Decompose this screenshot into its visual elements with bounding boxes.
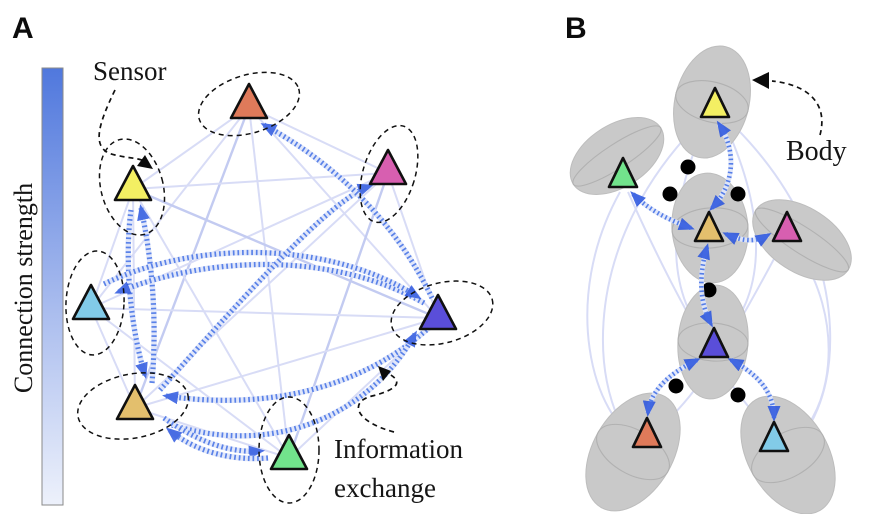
panel-b: B <box>565 12 852 514</box>
sensor-outline-green <box>258 396 320 504</box>
joint-dot-left-hip <box>668 378 684 394</box>
arrow-navy-to-cyan <box>114 261 426 306</box>
body-label: Body <box>786 136 847 167</box>
body-pointer-arrow-icon <box>752 72 769 89</box>
information-exchange-pointer-arrow-icon <box>378 366 391 381</box>
arrow-gold-pink <box>722 231 772 247</box>
arrow-gold-to-green <box>162 415 265 459</box>
sensor-node-navy <box>418 293 458 331</box>
information-exchange-label-line1: Information <box>334 434 463 464</box>
sensor-outlines <box>65 71 494 504</box>
joint-dot-left-shoulder <box>662 186 678 202</box>
arrow-gold-yellow <box>709 120 734 211</box>
panel-a: A Connection strength <box>9 12 494 506</box>
connection-strength-gradient-bar <box>41 67 64 506</box>
body-sensor-green <box>607 156 639 189</box>
sensor-leader-line <box>98 89 146 163</box>
body-segment-pelvis-wire <box>677 322 749 362</box>
sensor-outline-yellow <box>98 138 166 236</box>
arrow-cyan-to-navy <box>102 249 422 300</box>
body-sensor-pink <box>771 210 803 243</box>
sensor-node-cyan <box>71 283 111 321</box>
arrow-gold-to-pink <box>157 183 374 392</box>
body-sensor-gold <box>693 210 725 243</box>
arrow-navy-cyan <box>727 357 781 422</box>
joint-dot-right-hip <box>730 387 746 403</box>
body-sensor-navy <box>698 326 730 359</box>
sensor-node-pink <box>368 148 408 186</box>
arrow-navy-orange <box>642 357 701 417</box>
body-sensor-yellow <box>699 86 731 119</box>
arrow-gold-green <box>630 191 695 231</box>
arrow-yellow-to-gold <box>125 209 148 379</box>
sensor-outline-cyan <box>65 250 125 356</box>
information-exchange-leader-line <box>357 373 398 433</box>
panel-a-letter: A <box>12 12 34 45</box>
sensor-label: Sensor <box>93 56 167 86</box>
sensor-node-green <box>269 433 309 471</box>
body-segment-head-wire <box>675 80 749 124</box>
joint-dot-right-shoulder <box>730 186 746 202</box>
body-leader-line <box>771 80 823 136</box>
sensor-outline-orange <box>197 71 301 137</box>
body-sensor-nodes <box>607 86 803 453</box>
arrow-navy-to-orange <box>260 122 435 300</box>
arrow-green-to-gold <box>165 427 269 462</box>
sensor-pointer-arrow-icon <box>137 155 153 169</box>
sensor-outline-navy <box>390 280 494 346</box>
sensor-outline-gold <box>76 372 190 440</box>
arrow-gold-navy <box>697 243 714 328</box>
sensor-node-gold <box>115 383 155 421</box>
body-segment-left-arm <box>569 117 665 195</box>
arrow-gold-to-navy <box>171 330 418 439</box>
body-sensor-orange <box>631 416 663 449</box>
arrow-gold-to-yellow <box>137 204 157 384</box>
joint-dot-neck-left <box>680 159 696 175</box>
sensor-outline-pink <box>359 124 419 224</box>
sensor-nodes <box>71 82 458 471</box>
connection-strength-label: Connection strength <box>9 183 38 393</box>
sensor-node-orange <box>229 82 269 120</box>
body-sensor-cyan <box>758 420 790 453</box>
information-arrows-b <box>630 120 781 422</box>
information-arrows <box>102 122 435 462</box>
panel-b-letter: B <box>565 12 587 45</box>
sensor-node-yellow <box>113 164 153 202</box>
arrow-navy-to-gold <box>162 324 432 405</box>
information-exchange-label-line2: exchange <box>334 473 436 503</box>
body-segment-right-arm-wire <box>754 207 850 273</box>
